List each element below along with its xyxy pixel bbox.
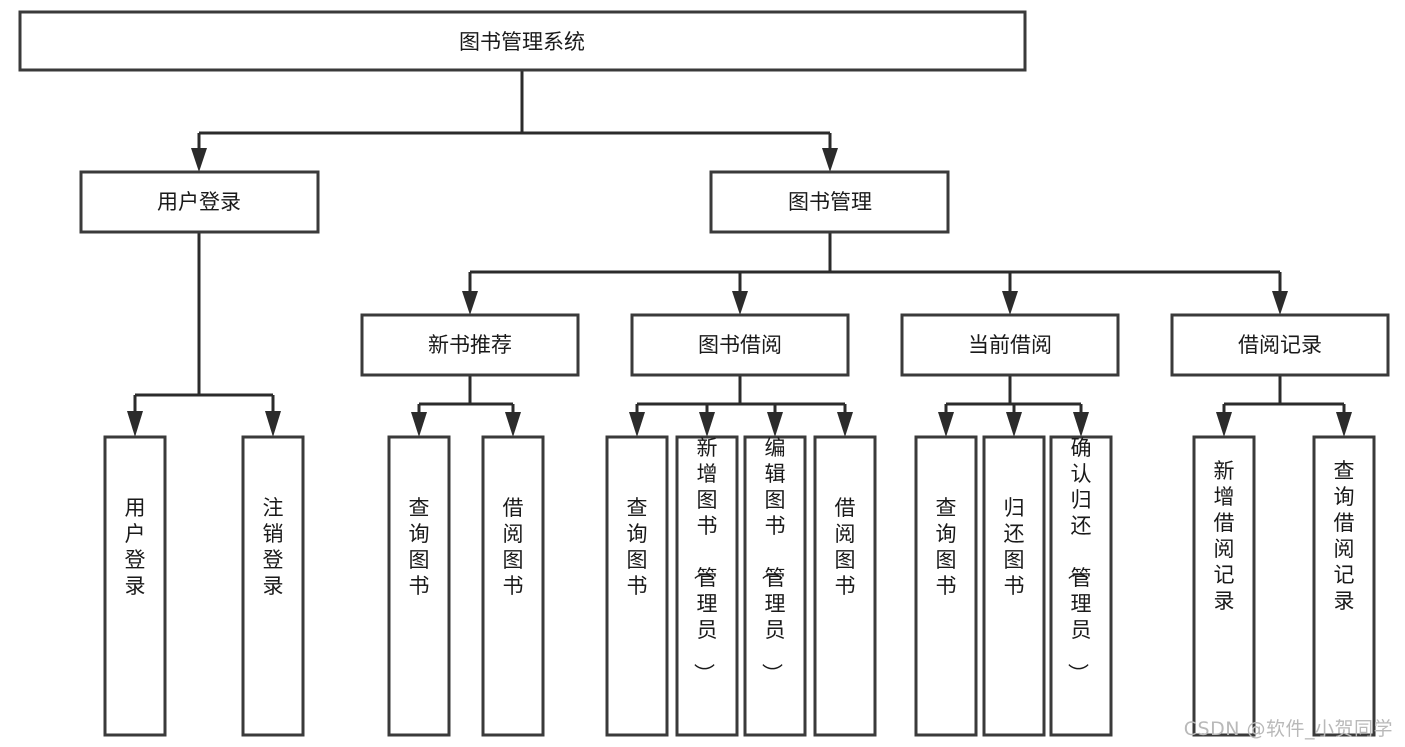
node-leaf-add-record-label: 新增借阅记录 — [1214, 459, 1235, 613]
node-user-login-box[interactable] — [79, 170, 320, 234]
arrow-current-borrow — [1002, 291, 1018, 315]
node-leaf-edit-book[interactable]: 编辑图书（管理员） — [743, 435, 807, 737]
node-leaf-return-book[interactable]: 归还图书 — [982, 435, 1046, 737]
node-leaf-confirm-return-box[interactable] — [1049, 435, 1113, 737]
arrow-leaf-query-book-3 — [938, 412, 954, 437]
node-leaf-query-book-3[interactable]: 查询图书 — [914, 435, 978, 737]
node-leaf-user-logout-label: 注销登录 — [263, 496, 284, 598]
node-leaf-add-book[interactable]: 新增图书（管理员） — [675, 435, 739, 737]
node-leaf-user-login-box[interactable] — [103, 435, 167, 737]
arrow-leaf-confirm-return — [1073, 412, 1089, 437]
node-book-borrow-box[interactable] — [630, 313, 850, 377]
arrow-leaf-user-logout — [265, 411, 281, 437]
node-leaf-confirm-return-label: 确认归还（管理员） — [1066, 436, 1092, 684]
node-leaf-add-book-label: 新增图书（管理员） — [692, 436, 718, 684]
node-book-manage[interactable]: 图书管理 — [709, 170, 950, 234]
csdn-watermark: CSDN @软件_小贺同学 — [1183, 718, 1393, 740]
arrow-book-borrow — [732, 291, 748, 315]
node-leaf-borrow-book-1[interactable]: 借阅图书 — [481, 435, 545, 737]
arrow-leaf-query-book-1 — [411, 412, 427, 437]
node-leaf-query-record[interactable]: 查询借阅记录 — [1312, 435, 1376, 737]
node-current-borrow[interactable]: 当前借阅 — [900, 313, 1120, 377]
node-leaf-query-book-2-box[interactable] — [605, 435, 669, 737]
node-book-borrow-label: 图书借阅 — [698, 333, 782, 357]
node-leaf-add-record-box[interactable] — [1192, 435, 1256, 737]
node-leaf-query-book-3-box[interactable] — [914, 435, 978, 737]
node-leaf-borrow-book-2[interactable]: 借阅图书 — [813, 435, 877, 737]
node-leaf-edit-book-box[interactable] — [743, 435, 807, 737]
arrow-leaf-add-book — [699, 412, 715, 437]
node-leaf-user-logout[interactable]: 注销登录 — [241, 435, 305, 737]
node-leaf-borrow-book-2-label: 借阅图书 — [835, 496, 856, 598]
arrow-leaf-query-book-2 — [629, 412, 645, 437]
node-leaf-query-book-1-box[interactable] — [387, 435, 451, 737]
arrow-user-login — [191, 148, 207, 172]
node-leaf-add-book-box[interactable] — [675, 435, 739, 737]
node-new-book-recommend-label: 新书推荐 — [428, 333, 512, 357]
node-leaf-query-book-2[interactable]: 查询图书 — [605, 435, 669, 737]
node-current-borrow-box[interactable] — [900, 313, 1120, 377]
arrow-leaf-borrow-book-1 — [505, 412, 521, 437]
node-leaf-query-book-2-label: 查询图书 — [627, 496, 648, 598]
arrow-leaf-add-record — [1216, 412, 1232, 437]
node-leaf-borrow-book-1-label: 借阅图书 — [503, 496, 524, 598]
node-root-label: 图书管理系统 — [459, 30, 585, 54]
node-leaf-return-book-label: 归还图书 — [1004, 496, 1025, 598]
node-leaf-query-record-label: 查询借阅记录 — [1334, 459, 1355, 613]
node-leaf-borrow-book-1-box[interactable] — [481, 435, 545, 737]
node-user-login-label: 用户登录 — [157, 190, 241, 214]
node-leaf-confirm-return[interactable]: 确认归还（管理员） — [1049, 435, 1113, 737]
node-book-borrow[interactable]: 图书借阅 — [630, 313, 850, 377]
arrow-leaf-edit-book — [767, 412, 783, 437]
node-borrow-record-label: 借阅记录 — [1238, 333, 1322, 357]
arrow-leaf-query-record — [1336, 412, 1352, 437]
node-new-book-recommend-box[interactable] — [360, 313, 580, 377]
node-leaf-add-record[interactable]: 新增借阅记录 — [1192, 435, 1256, 737]
node-leaf-query-book-1[interactable]: 查询图书 — [387, 435, 451, 737]
node-user-login[interactable]: 用户登录 — [79, 170, 320, 234]
arrow-leaf-borrow-book-2 — [837, 412, 853, 437]
node-book-manage-box[interactable] — [709, 170, 950, 234]
node-borrow-record[interactable]: 借阅记录 — [1170, 313, 1390, 377]
connector-layer — [127, 70, 1352, 437]
node-root-box[interactable] — [18, 10, 1027, 72]
arrow-new-book — [462, 291, 478, 315]
arrow-book-manage — [822, 148, 838, 172]
node-borrow-record-box[interactable] — [1170, 313, 1390, 377]
node-leaf-user-login-label: 用户登录 — [125, 496, 146, 598]
node-root[interactable]: 图书管理系统 — [18, 10, 1027, 72]
node-current-borrow-label: 当前借阅 — [968, 333, 1052, 357]
node-leaf-return-book-box[interactable] — [982, 435, 1046, 737]
node-leaf-query-record-box[interactable] — [1312, 435, 1376, 737]
node-new-book-recommend[interactable]: 新书推荐 — [360, 313, 580, 377]
node-leaf-query-book-1-label: 查询图书 — [409, 496, 430, 598]
node-leaf-user-login[interactable]: 用户登录 — [103, 435, 167, 737]
node-leaf-borrow-book-2-box[interactable] — [813, 435, 877, 737]
arrow-leaf-user-login — [127, 411, 143, 437]
node-leaf-user-logout-box[interactable] — [241, 435, 305, 737]
node-leaf-edit-book-label: 编辑图书（管理员） — [760, 436, 786, 684]
node-book-manage-label: 图书管理 — [788, 190, 872, 214]
arrow-borrow-record — [1272, 291, 1288, 315]
node-leaf-query-book-3-label: 查询图书 — [936, 496, 957, 598]
arrow-leaf-return-book — [1006, 412, 1022, 437]
